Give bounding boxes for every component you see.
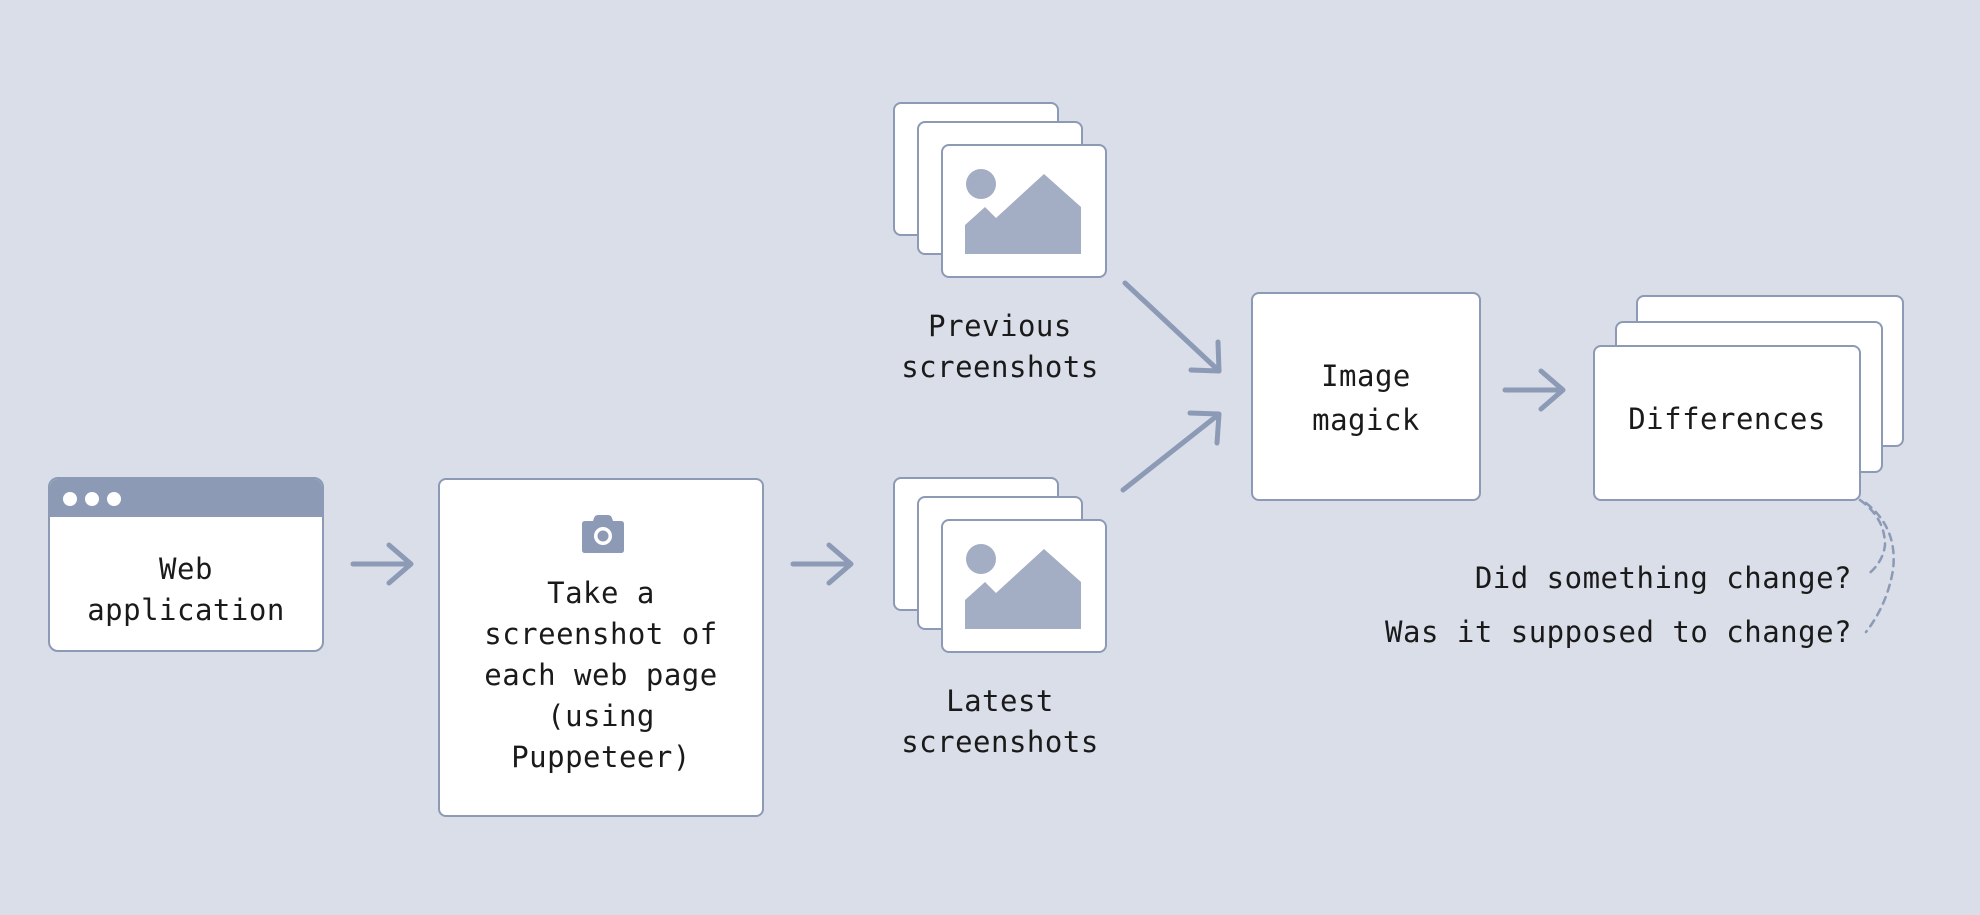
previous-screenshots-label: Previous screenshots: [901, 309, 1099, 384]
take-screenshot-node: Take a screenshot of each web page (usin…: [438, 478, 764, 817]
diff-card-front: Differences: [1593, 345, 1861, 501]
arrow-previous-to-magick: [1122, 280, 1222, 374]
web-application-node: Web application: [48, 477, 324, 652]
arrow-screenshot-to-latest: [790, 542, 854, 586]
window-dots-icon: [62, 491, 126, 511]
image-icon: [965, 169, 1081, 254]
latest-screenshots-label: Latest screenshots: [901, 684, 1099, 759]
question-supposed-to-change: Was it supposed to change?: [1385, 615, 1852, 649]
image-icon: [965, 544, 1081, 629]
camera-icon: [581, 514, 625, 558]
image-card-front: [941, 519, 1107, 653]
take-screenshot-label: Take a screenshot of each web page (usin…: [484, 576, 718, 774]
differences-label: Differences: [1628, 402, 1826, 436]
image-card-front: [941, 144, 1107, 278]
question-something-changed: Did something change?: [1474, 561, 1852, 595]
web-application-label: Web application: [87, 552, 285, 627]
arrow-latest-to-magick: [1120, 410, 1222, 493]
arrow-magick-to-differences: [1502, 368, 1566, 412]
arrow-web-to-screenshot: [350, 542, 414, 586]
image-magick-node: Image magick: [1251, 292, 1481, 501]
image-magick-label: Image magick: [1312, 359, 1420, 437]
dashed-connector: [1858, 498, 1895, 634]
